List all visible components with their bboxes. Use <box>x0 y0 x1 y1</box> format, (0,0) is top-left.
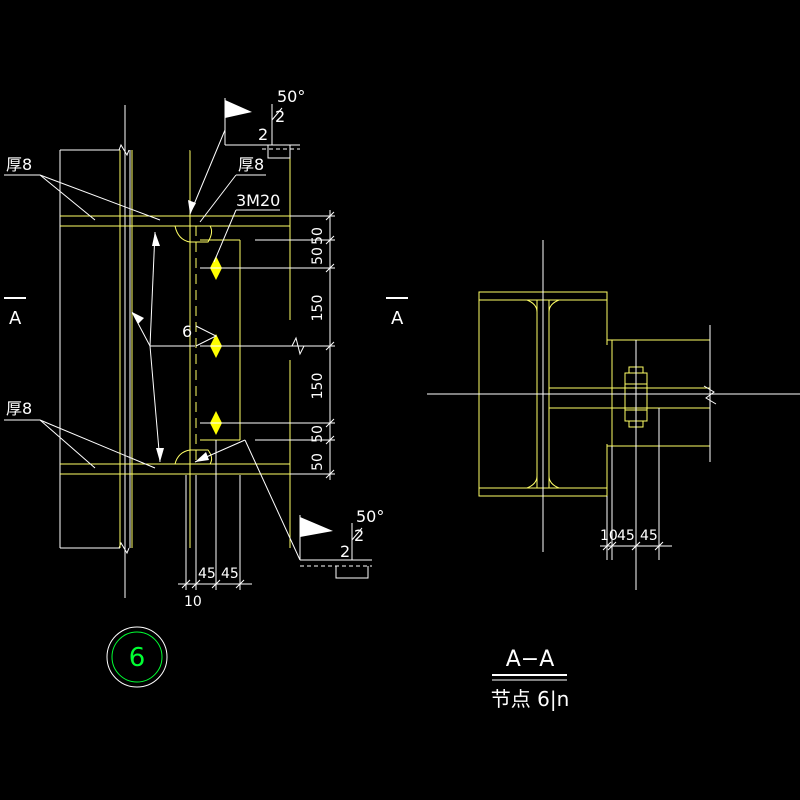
dim-h-left-2: 45 <box>221 566 239 582</box>
vertical-dimension-line <box>325 210 335 480</box>
thickness-label-bottom-left: 厚8 <box>6 399 32 418</box>
leader-lines <box>4 129 301 561</box>
weld-angle-top: 50° <box>277 87 305 106</box>
section-label-right: A <box>391 308 404 329</box>
dim-h-right-2: 45 <box>617 528 635 544</box>
section-mark-right: A <box>386 297 408 329</box>
section-label-left: A <box>9 308 22 329</box>
weld-symbol-bottom <box>299 515 372 579</box>
thickness-label-top-left: 厚8 <box>6 155 32 174</box>
weld-size-top-main: 2 <box>258 125 268 144</box>
dim-h-right-1: 10 <box>600 528 618 544</box>
dim-v-6: 50 <box>310 453 326 471</box>
dim-h-left-small: 10 <box>184 594 202 610</box>
dim-v-1: 50 <box>310 227 326 245</box>
dim-h-left-1: 45 <box>198 566 216 582</box>
arrow-heads <box>132 200 209 462</box>
node-number: 6 <box>129 643 146 673</box>
fillet-weld-symbol <box>195 325 218 347</box>
section-center-lines <box>427 240 800 590</box>
weld-symbol-top <box>224 98 300 159</box>
horizontal-dimension-left <box>178 440 252 590</box>
weld-size-bottom-sub: 2 <box>354 526 364 545</box>
fillet-weld-size: 6 <box>182 322 192 341</box>
bolt-extension-lines <box>200 215 335 475</box>
weld-size-bottom-main: 2 <box>340 542 350 561</box>
section-mark-left: A <box>4 297 26 329</box>
dim-v-3: 150 <box>310 295 326 322</box>
dim-v-2: 50 <box>310 247 326 265</box>
vertical-dimension-labels: 50 50 150 150 50 50 <box>310 227 326 471</box>
left-elevation-steel <box>60 149 291 548</box>
weld-size-top-sub: 2 <box>275 107 285 126</box>
section-title: A−A <box>506 647 555 672</box>
node-caption: 节点 6|n <box>491 687 570 711</box>
dim-v-5: 50 <box>310 425 326 443</box>
node-number-mark: 6 <box>106 626 168 688</box>
bolt-spec-label: 3M20 <box>236 191 280 210</box>
section-title-block: A−A 节点 6|n <box>491 647 570 711</box>
weld-angle-bottom: 50° <box>356 507 384 526</box>
dim-v-4: 150 <box>310 373 326 400</box>
dim-h-right-3: 45 <box>640 528 658 544</box>
thickness-label-top-right: 厚8 <box>238 155 264 174</box>
